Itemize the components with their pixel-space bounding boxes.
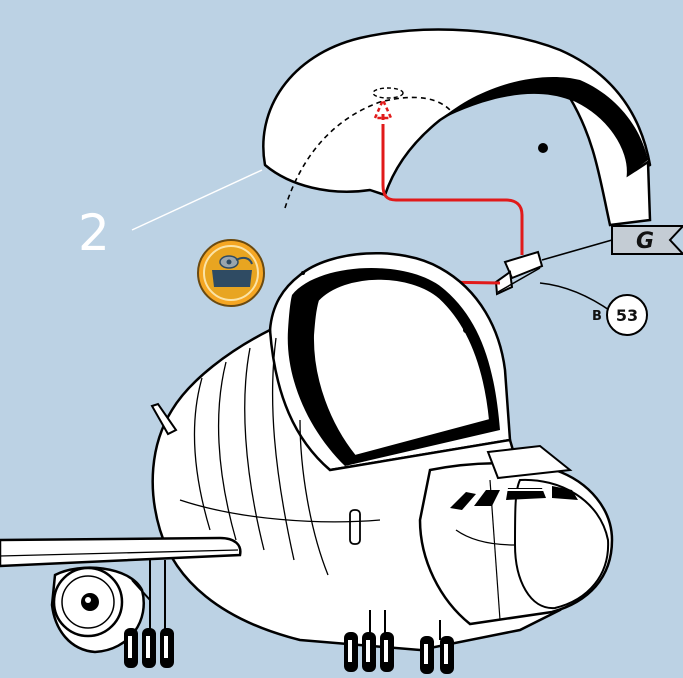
glue-tube-icon (198, 240, 264, 306)
part-number-callout: B 53 (540, 283, 647, 335)
hinge-part (496, 252, 542, 294)
part-number-label: 53 (616, 306, 638, 325)
step-leader-line (132, 170, 262, 230)
paint-code-label: G (636, 229, 654, 254)
aircraft-fuselage (152, 253, 612, 650)
part-sprue-label: B (592, 309, 602, 324)
paint-code-flag: G (542, 226, 683, 260)
cargo-door-part (263, 29, 650, 225)
